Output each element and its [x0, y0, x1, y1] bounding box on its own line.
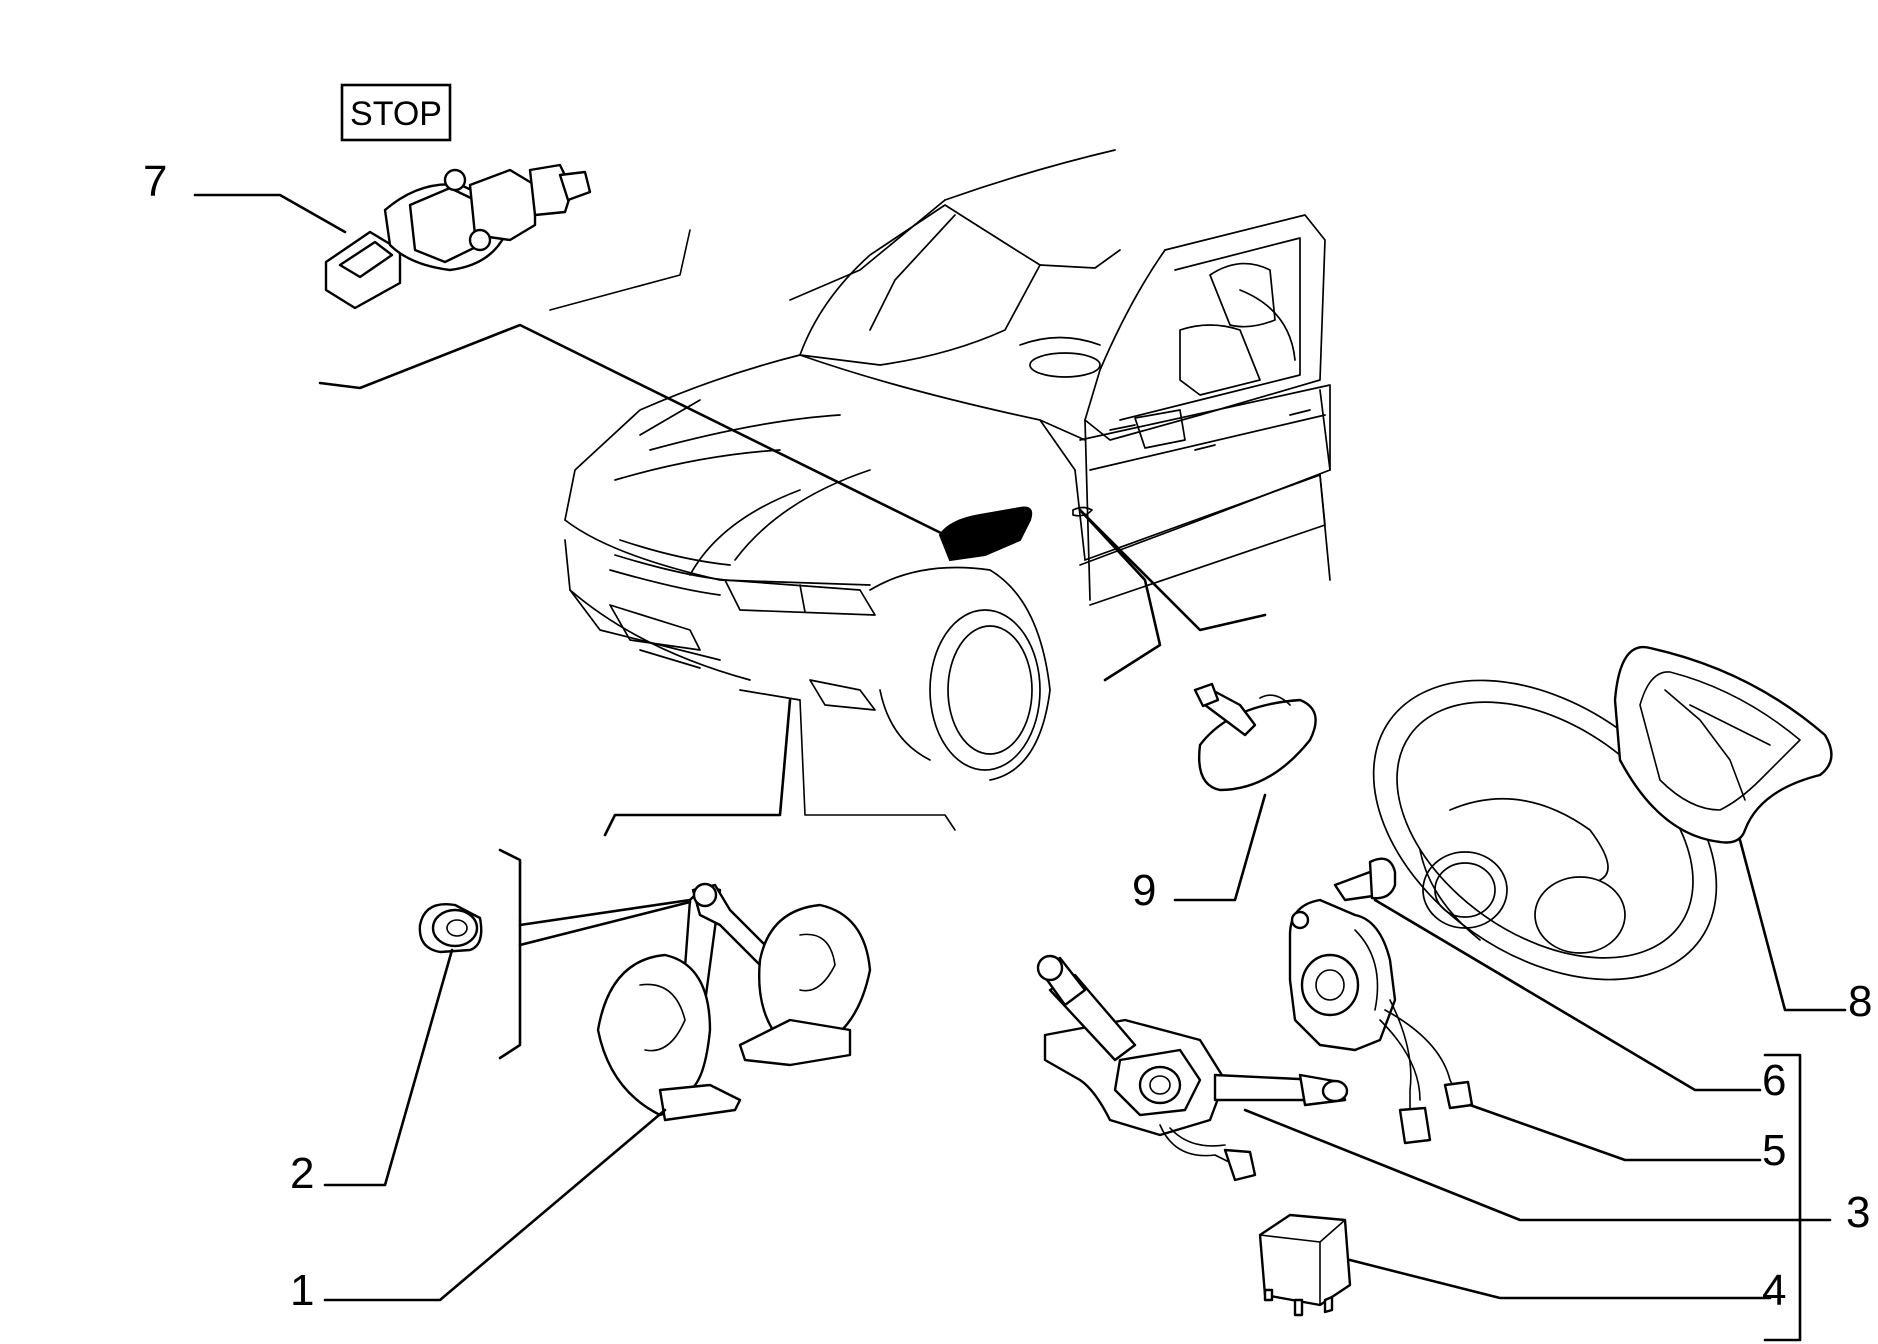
callout-8: 8: [1848, 977, 1872, 1026]
stop-label-text: STOP: [350, 95, 442, 133]
callout-numbers: 7 9 2 1 3 4 5 6 8: [143, 157, 1872, 1315]
clock-spring-part: [1288, 898, 1474, 1145]
callout-2: 2: [290, 1149, 314, 1198]
callout-4: 4: [1762, 1266, 1786, 1315]
horns-part: [596, 882, 872, 1122]
airbag-part: [1613, 645, 1833, 844]
stalk-switch-part: [1036, 954, 1349, 1182]
callout-1: 1: [290, 1266, 314, 1315]
callout-9: 9: [1132, 866, 1156, 915]
stop-switch-part: [324, 163, 592, 310]
stop-label-box: STOP: [340, 83, 452, 142]
screw-part: [1333, 857, 1397, 902]
leader-lines: [193, 193, 1847, 1342]
callout-7: 7: [143, 157, 167, 206]
callout-3: 3: [1846, 1188, 1870, 1237]
relay-part: [1258, 1213, 1352, 1317]
callout-6: 6: [1762, 1056, 1786, 1105]
car-illustration: [564, 149, 1331, 781]
callout-5: 5: [1762, 1126, 1786, 1175]
bush-part: [418, 903, 483, 954]
side-repeater-part: [1193, 682, 1317, 792]
